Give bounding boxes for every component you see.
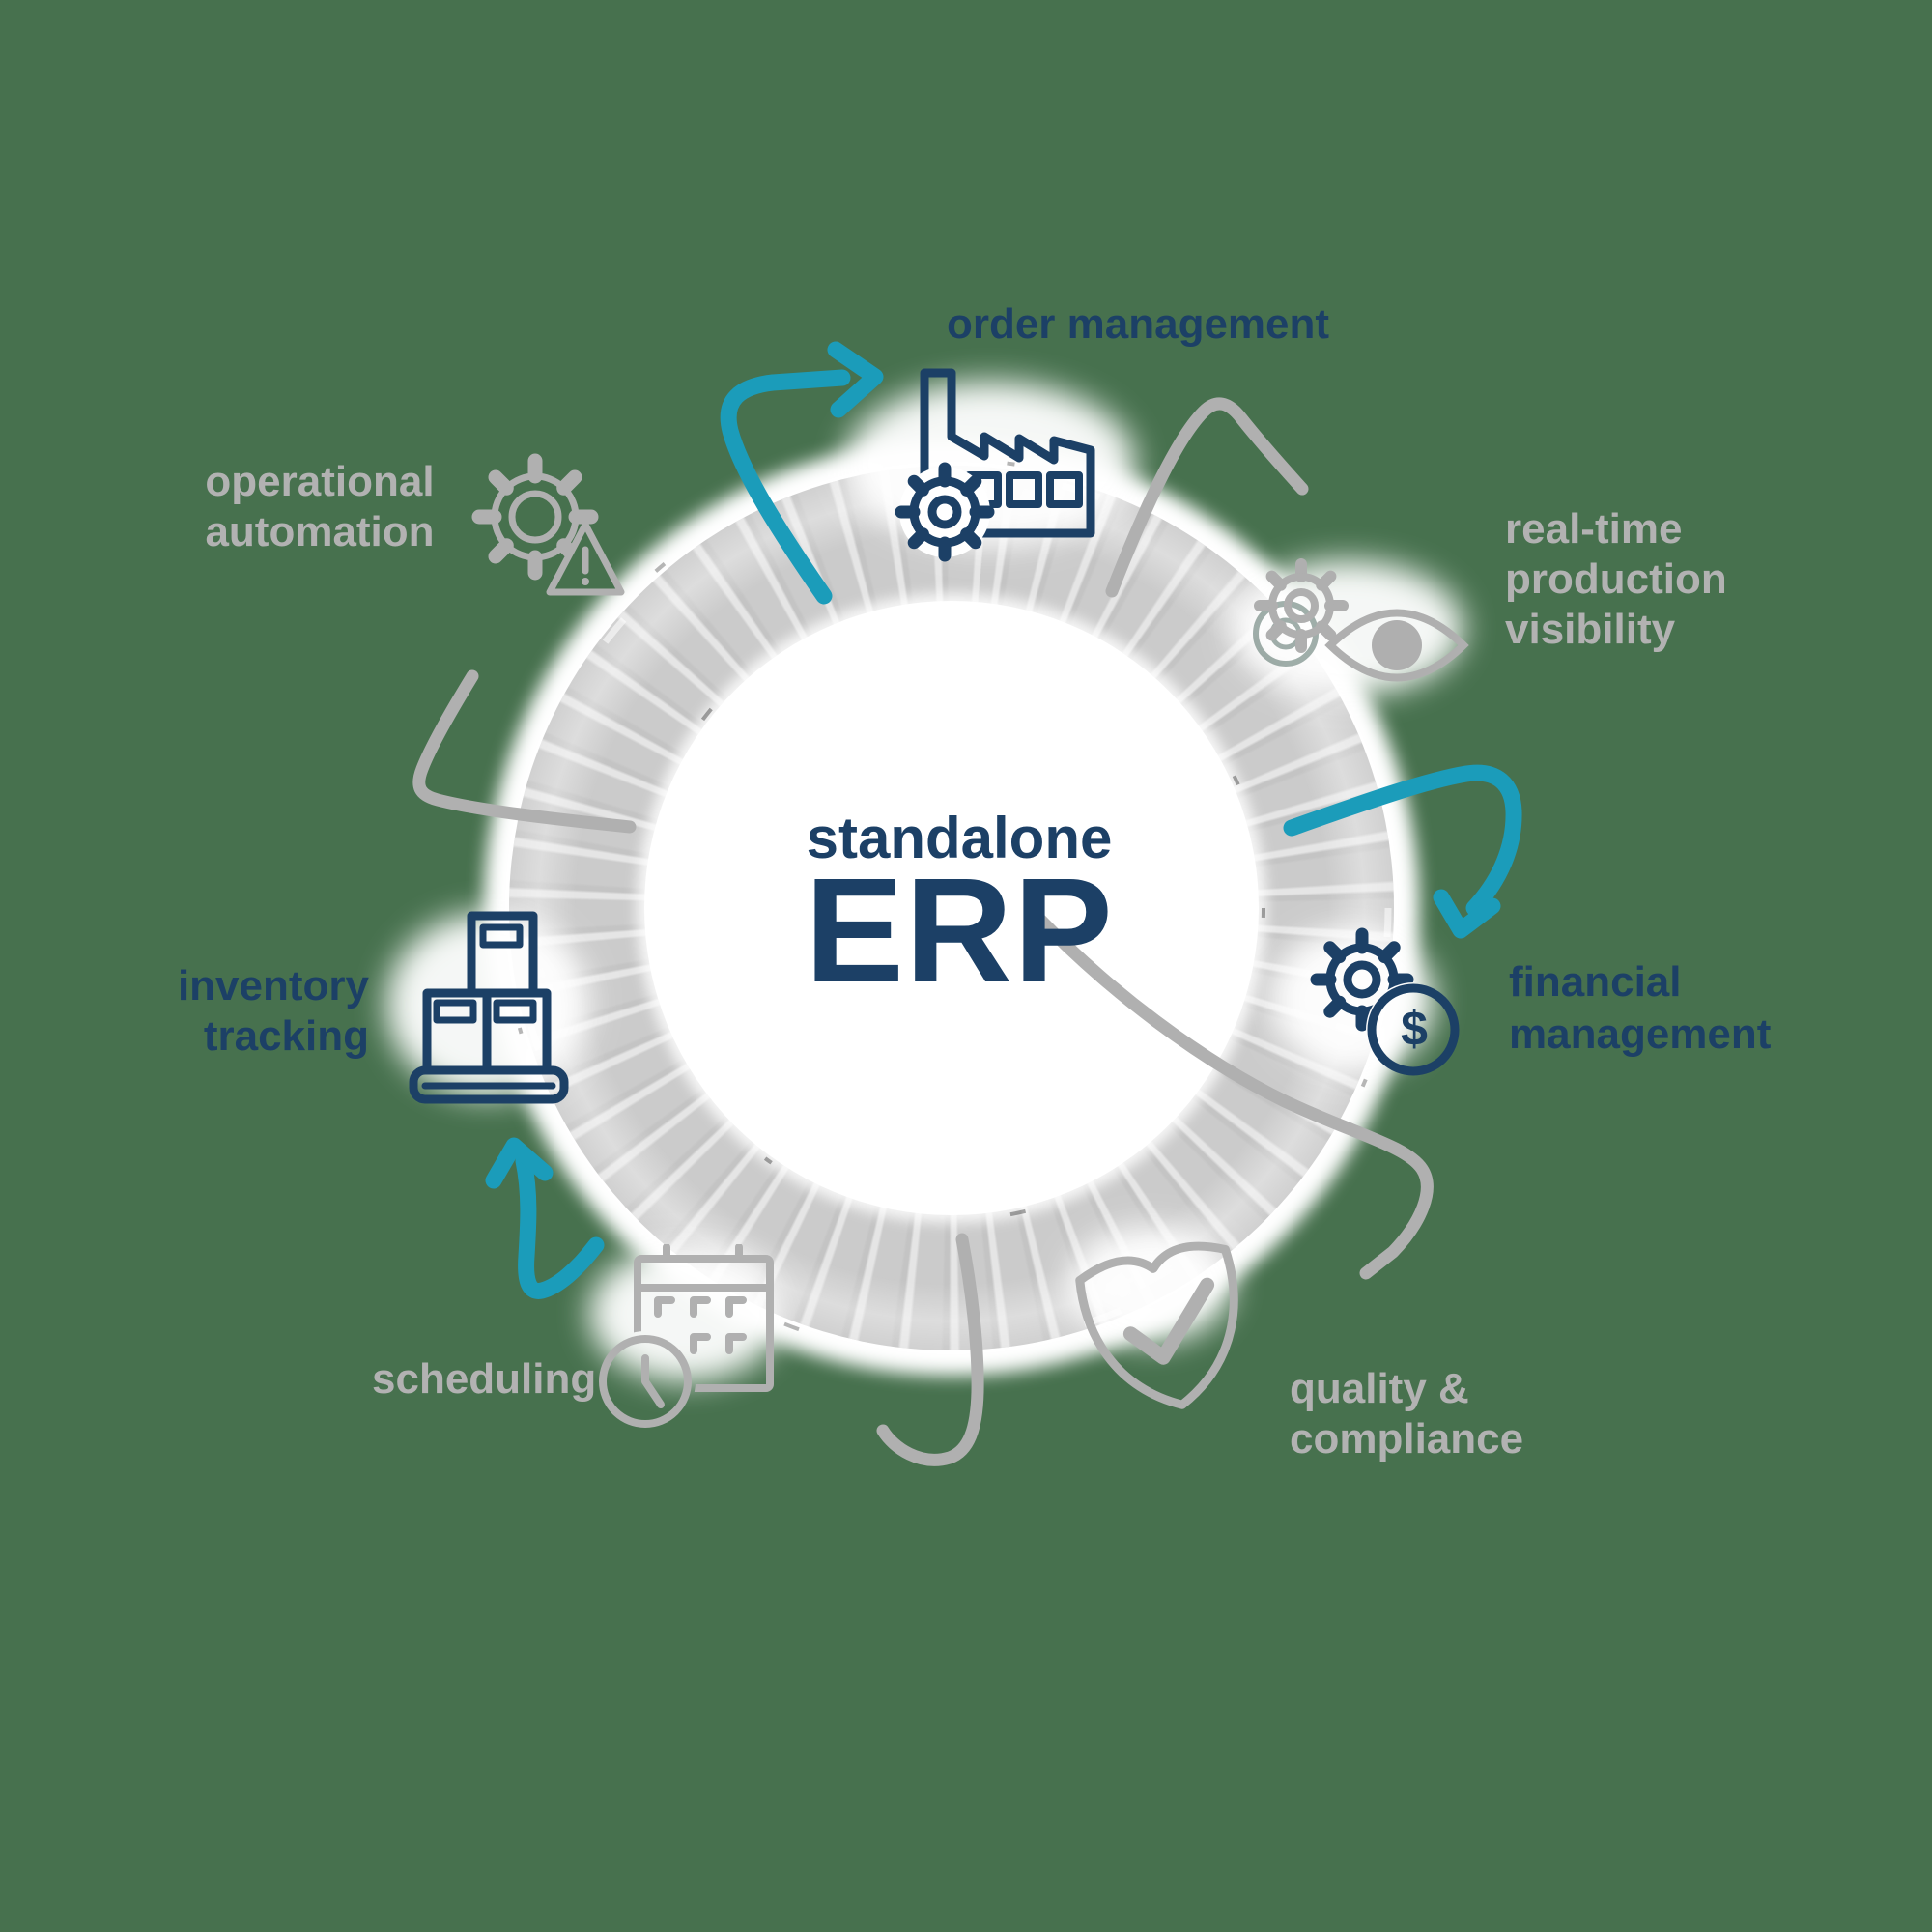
ring-inner-dark-artifact	[638, 594, 1265, 1222]
center-disc	[644, 601, 1259, 1215]
shield-check-icon	[1075, 1241, 1238, 1409]
label-production-visibility: real-time production visibility	[1505, 505, 1727, 653]
label-operational-automation: operational automation	[205, 458, 435, 555]
teal-arrow-right-head	[1433, 889, 1501, 939]
swoosh-left-curve	[412, 669, 637, 834]
label-order-management: order management	[946, 300, 1330, 348]
eye-outline	[1324, 609, 1469, 682]
dollar-symbol: $	[1401, 1002, 1428, 1056]
clock	[599, 1335, 692, 1428]
swoosh-top-right-curve	[1105, 397, 1309, 598]
label-financial-management: financial management	[1509, 958, 1772, 1058]
factory-icon	[895, 368, 1095, 562]
eye-iris	[1372, 620, 1422, 670]
teal-arrow-top-shaft	[720, 369, 851, 605]
center-title: ERP	[805, 847, 1114, 1013]
swoosh-bottom-curve	[876, 1233, 984, 1466]
factory-gear	[895, 462, 995, 562]
label-scheduling: scheduling	[372, 1355, 597, 1403]
ring-edge-light-artifact	[511, 468, 1392, 1349]
clock-calendar-icon	[599, 1243, 774, 1428]
teal-arrow-left-shaft	[515, 1152, 605, 1299]
label-inventory-tracking: inventory tracking	[177, 962, 369, 1060]
label-quality-compliance: quality & compliance	[1290, 1365, 1524, 1463]
teal-arrow-top-head	[827, 341, 884, 418]
swoosh-bottom-right-curve	[1030, 909, 1434, 1280]
inventory-boxes-icon	[409, 911, 569, 1104]
teal-arrow-left-head	[485, 1137, 554, 1189]
check-mark	[1122, 1277, 1215, 1365]
gear-dollar-icon	[1310, 927, 1460, 1076]
coin-circle	[1367, 983, 1460, 1076]
glow-calendar	[589, 1246, 782, 1381]
gear-warning-icon	[471, 453, 625, 596]
center-subtitle: standalone	[806, 806, 1113, 870]
teal-arrow-right-shaft	[1283, 764, 1522, 917]
gear-eye-icon	[1254, 558, 1469, 682]
warning-triangle	[546, 521, 625, 596]
pallet	[409, 1065, 569, 1104]
calendar	[634, 1243, 774, 1392]
